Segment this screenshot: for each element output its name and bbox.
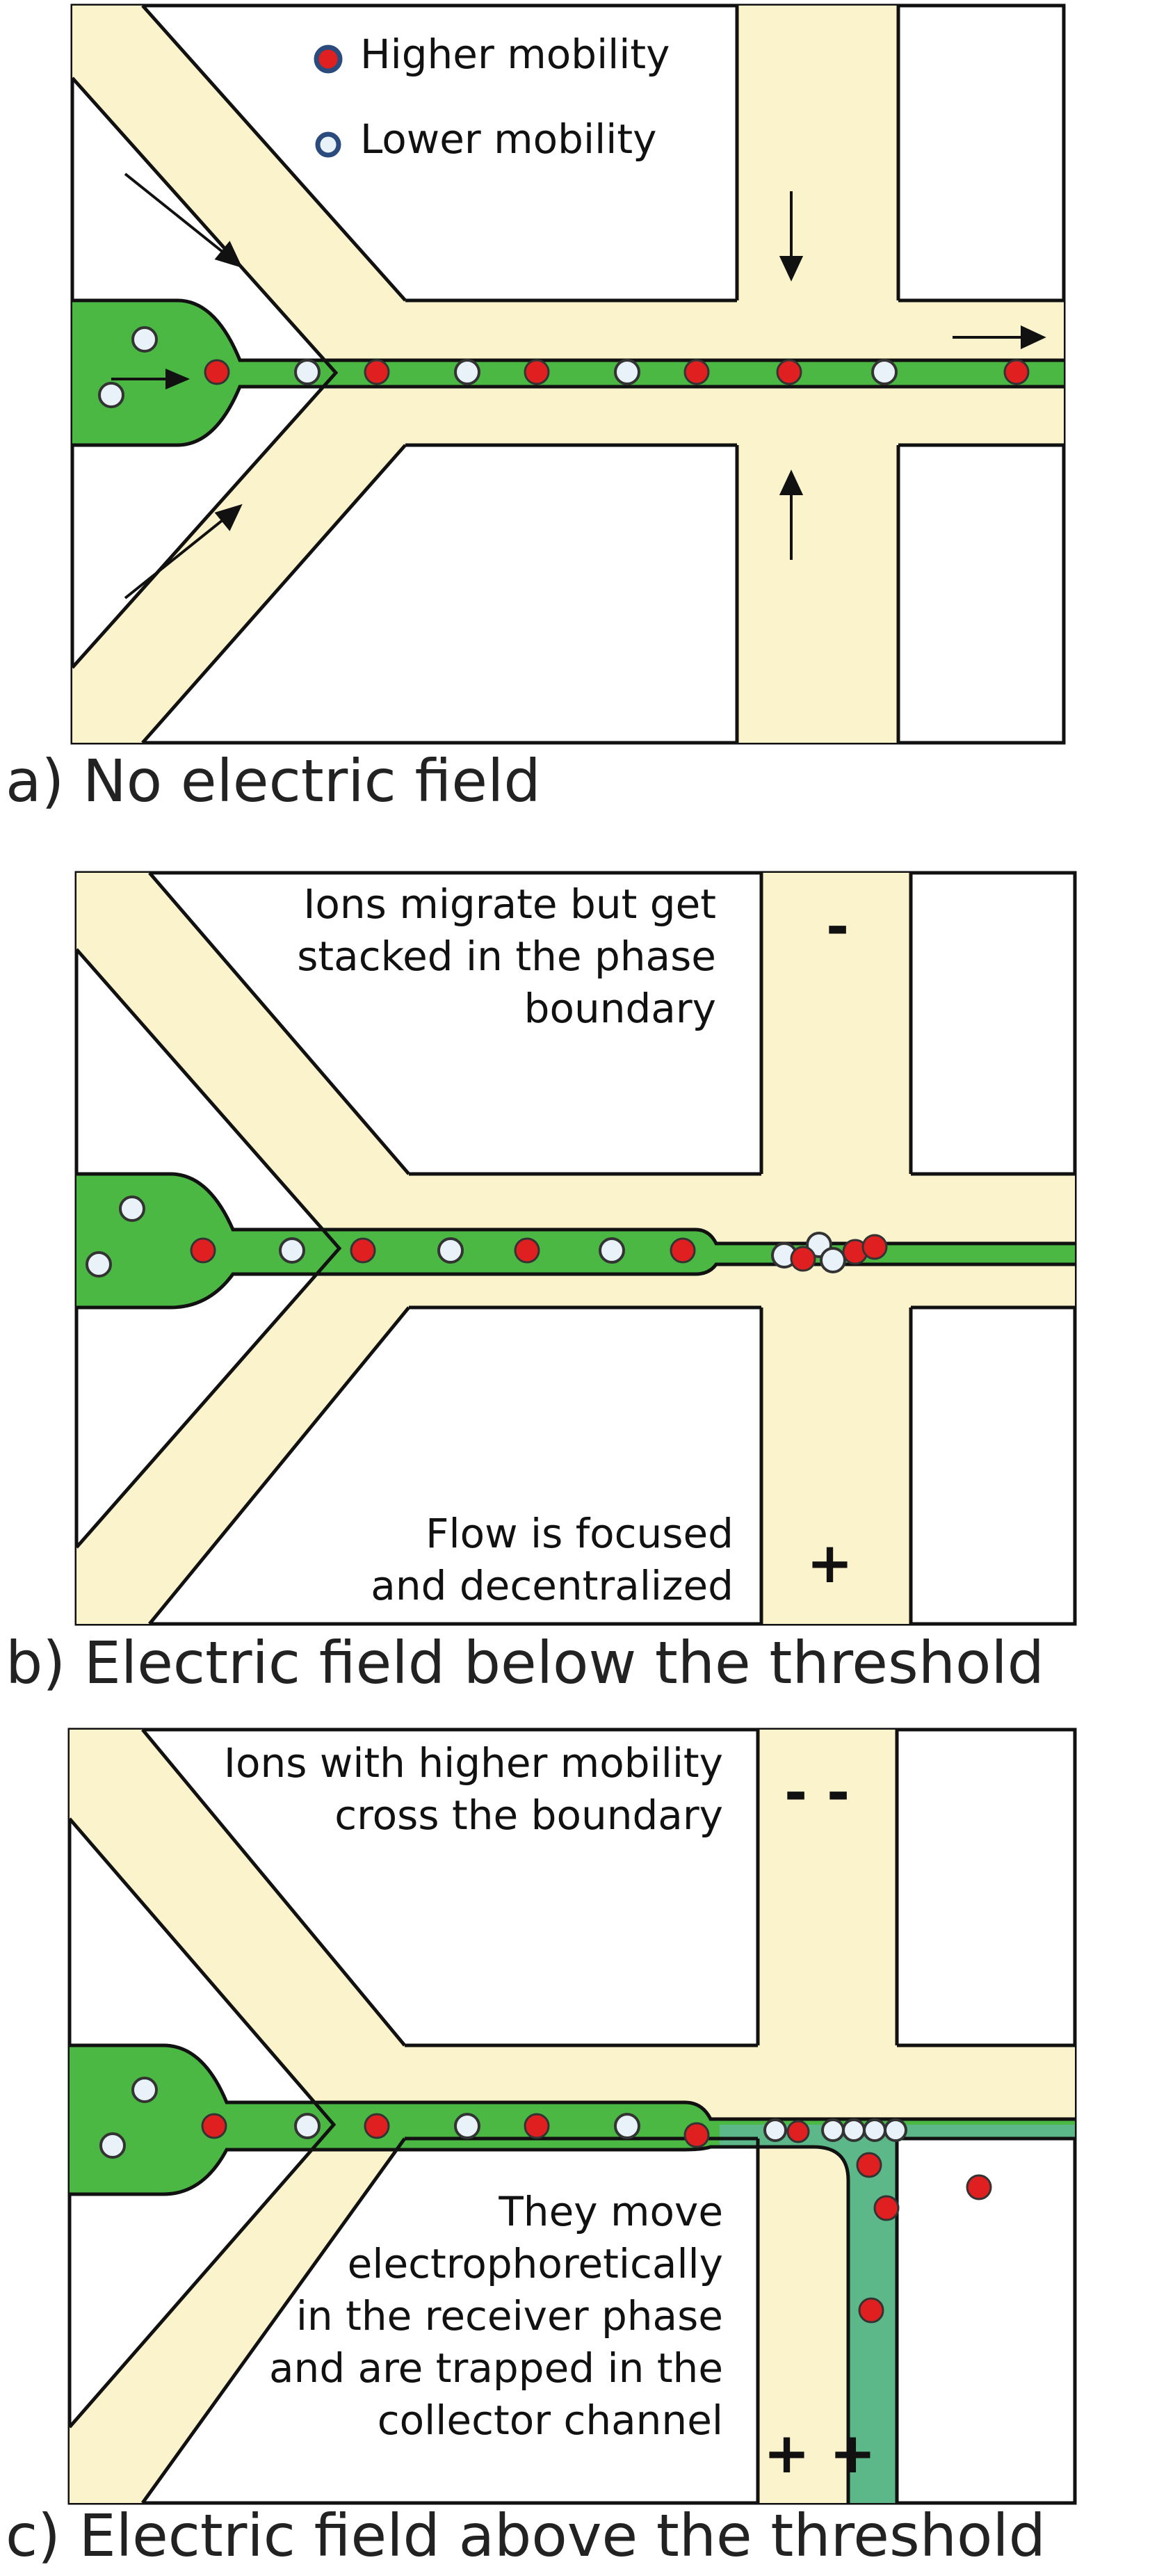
legend-low-mobility-marker <box>315 131 341 158</box>
panel-b-caption: b) Electric field below the threshold <box>6 1629 1044 1697</box>
sample-phase <box>72 300 1064 445</box>
note-top: Ions with higher mobility cross the boun… <box>224 1739 723 1839</box>
ions <box>99 2077 992 2324</box>
panel-c: Ions with higher mobility cross the boun… <box>0 1721 1150 2576</box>
note-line: They move <box>498 2188 723 2235</box>
channel-walls <box>68 1728 1075 2504</box>
legend: Higher mobility Lower mobility <box>314 31 670 163</box>
note-bottom: They move electrophoretically in the rec… <box>269 2188 723 2444</box>
ions <box>98 326 1030 408</box>
note-line: cross the boundary <box>334 1792 723 1839</box>
positive-electrode-sign: + + <box>763 2421 876 2486</box>
panel-a: Higher mobility Lower mobility a) No ele… <box>0 0 1150 821</box>
legend-high-mobility-marker <box>314 45 343 74</box>
note-line: and decentralized <box>371 1562 734 1609</box>
panel-c-diagram: Ions with higher mobility cross the boun… <box>6 1728 1077 2570</box>
panel-b: Ions migrate but get stacked in the phas… <box>0 862 1150 1697</box>
negative-electrode-sign: - <box>826 894 849 959</box>
legend-high-mobility-label: Higher mobility <box>360 31 670 78</box>
note-line: stacked in the phase <box>297 933 716 980</box>
note-top: Ions migrate but get stacked in the phas… <box>297 880 716 1032</box>
ions <box>86 1196 888 1278</box>
note-line: Ions with higher mobility <box>224 1739 723 1787</box>
negative-electrode-sign: - - <box>784 1760 850 1825</box>
positive-electrode-sign: + <box>807 1531 853 1595</box>
note-line: and are trapped in the <box>269 2344 723 2392</box>
panel-c-caption: c) Electric field above the threshold <box>6 2502 1046 2570</box>
channel-walls <box>75 871 1075 1625</box>
note-line: boundary <box>524 985 716 1032</box>
note-line: in the receiver phase <box>296 2292 723 2340</box>
panel-a-diagram: Higher mobility Lower mobility a) No ele… <box>6 3 1066 815</box>
panel-a-caption: a) No electric field <box>6 747 541 815</box>
flow-arrows <box>111 172 1046 599</box>
note-line: Ions migrate but get <box>303 880 716 928</box>
note-line: electrophoretically <box>348 2240 723 2287</box>
panel-b-diagram: Ions migrate but get stacked in the phas… <box>6 871 1077 1697</box>
note-line: Flow is focused <box>426 1510 734 1557</box>
note-bottom: Flow is focused and decentralized <box>371 1510 734 1609</box>
note-line: collector channel <box>378 2397 723 2444</box>
legend-low-mobility-label: Lower mobility <box>360 115 656 163</box>
